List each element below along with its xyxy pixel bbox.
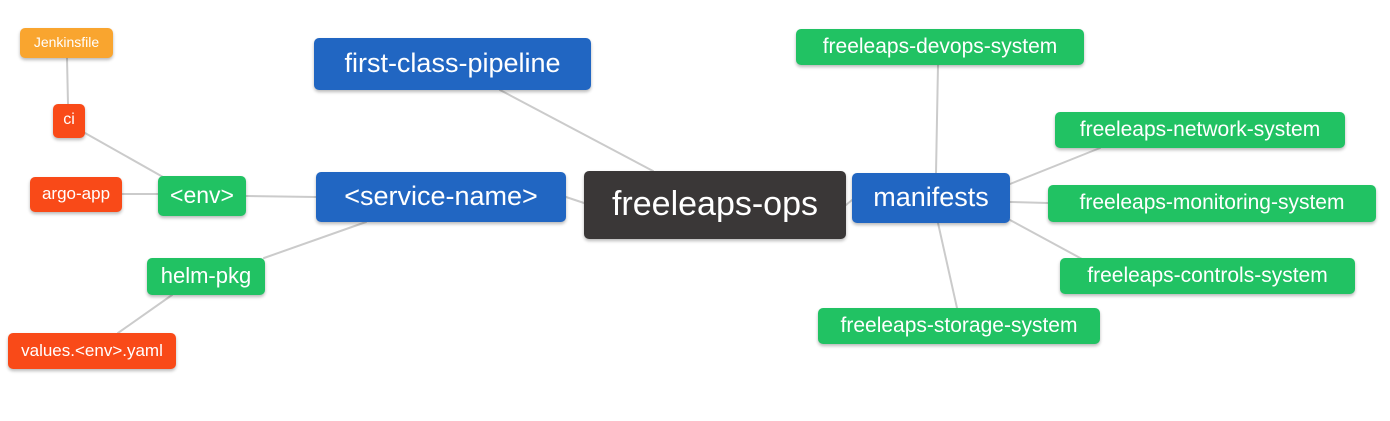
node-label: values.<env>.yaml [21,340,163,360]
node-label: freeleaps-controls-system [1087,263,1328,287]
edge-helm-pkg-to-values-env-yaml [117,294,173,334]
node-jenkinsfile[interactable]: Jenkinsfile [20,28,113,58]
node-label: freeleaps-devops-system [822,34,1058,58]
node-controls-system[interactable]: freeleaps-controls-system [1060,258,1355,294]
node-label: <env> [170,181,234,208]
node-manifests[interactable]: manifests [852,173,1010,223]
node-label: first-class-pipeline [344,47,561,78]
node-label: manifests [873,181,989,212]
node-label: ci [63,111,75,128]
node-env[interactable]: <env> [158,176,246,216]
edge-service-name-to-freeleaps-ops [565,196,585,204]
edge-manifests-to-devops-system [935,64,939,174]
edge-env-to-service-name [245,195,317,198]
edge-jenkinsfile-to-ci [66,57,69,105]
node-helm-pkg[interactable]: helm-pkg [147,258,265,295]
node-label: argo-app [41,184,111,203]
node-service-name[interactable]: <service-name> [316,172,566,222]
node-label: <service-name> [344,180,538,211]
node-values-env-yaml[interactable]: values.<env>.yaml [8,333,176,369]
node-ci[interactable]: ci [53,104,85,138]
node-devops-system[interactable]: freeleaps-devops-system [796,29,1084,65]
node-label: freeleaps-network-system [1079,117,1321,141]
edge-manifests-to-storage-system [937,222,958,309]
node-storage-system[interactable]: freeleaps-storage-system [818,308,1100,344]
node-monitoring-system[interactable]: freeleaps-monitoring-system [1048,185,1376,222]
edge-manifests-to-controls-system [1009,219,1083,260]
node-first-class-pipeline[interactable]: first-class-pipeline [314,38,591,90]
node-label: freeleaps-monitoring-system [1079,191,1345,214]
node-label: freeleaps-storage-system [840,313,1078,337]
node-network-system[interactable]: freeleaps-network-system [1055,112,1345,148]
edge-service-name-to-helm-pkg [263,221,367,259]
node-freeleaps-ops[interactable]: freeleaps-ops [584,171,846,239]
node-label: freeleaps-ops [611,185,818,223]
edge-freeleaps-ops-to-manifests [845,199,853,206]
node-argo-app[interactable]: argo-app [30,177,122,212]
edge-manifests-to-network-system [1009,147,1101,185]
edge-first-class-pipeline-to-freeleaps-ops [499,89,654,172]
edge-ci-to-env [84,132,164,178]
node-label: Jenkinsfile [33,34,100,50]
edge-manifests-to-monitoring-system [1009,201,1049,204]
node-label: helm-pkg [160,262,252,288]
